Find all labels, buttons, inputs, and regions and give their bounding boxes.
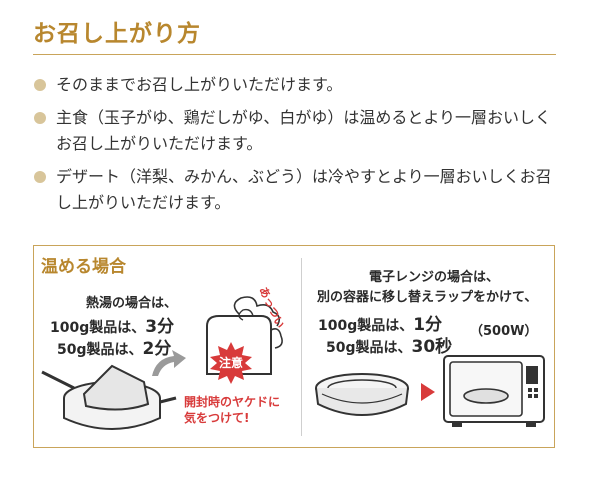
list-item-text: そのままでお召し上がりいただけます。 (56, 75, 343, 94)
microwave-line3: 100g製品は、1分 (318, 310, 442, 335)
caution-label: 注意 (218, 356, 243, 370)
burn-warning: 開封時のヤケドに 気をつけて! (184, 394, 280, 426)
microwave-100g-time: 1分 (413, 315, 443, 335)
pouch-icon (82, 364, 150, 411)
heating-panel: 温める場合 熱湯の場合は、 100g製品は、3分 50g製品は、2分 あっつい … (33, 245, 555, 448)
microwave-100g-label: 100g製品は、 (318, 318, 414, 334)
hot-water-50g-label: 50g製品は、 (57, 342, 143, 358)
arrow-right-icon (421, 383, 435, 401)
caution-burst-icon (210, 342, 252, 384)
list-item: デザート（洋梨、みかん、ぶどう）は冷やすとより一層おいしくお召し上がりいただけま… (34, 164, 564, 216)
list-item: 主食（玉子がゆ、鶏だしがゆ、白がゆ）は温めるとより一層おいしくお召し上がりいただ… (34, 105, 564, 157)
hot-water-50g-time: 2分 (142, 339, 172, 359)
panel-divider (301, 258, 302, 436)
arrow-up-right-icon (152, 350, 186, 376)
bullet-icon (34, 79, 46, 91)
list-item-text: 主食（玉子がゆ、鶏だしがゆ、白がゆ）は温めるとより一層おいしくお召し上がりいただ… (56, 108, 552, 153)
covered-dish-icon (315, 373, 409, 416)
microwave-icon (443, 355, 545, 427)
microwave-line2: 別の容器に移し替えラップをかけて、 (317, 290, 538, 305)
microwave-line4: 50g製品は、30秒 (326, 332, 452, 357)
pot-icon (41, 364, 177, 430)
microwave-wattage: （500W） (470, 324, 538, 339)
hot-water-line3: 50g製品は、2分 (57, 334, 171, 359)
microwave-50g-label: 50g製品は、 (326, 340, 412, 356)
hot-water-100g-time: 3分 (145, 317, 175, 337)
list-item: そのままでお召し上がりいただけます。 (34, 72, 564, 98)
bullet-icon (34, 112, 46, 124)
title-divider (33, 54, 556, 55)
hot-water-line2: 100g製品は、3分 (50, 312, 174, 337)
hot-water-100g-label: 100g製品は、 (50, 320, 146, 336)
burn-warning-line1: 開封時のヤケドに (184, 395, 281, 409)
page-title: お召し上がり方 (33, 21, 201, 47)
heating-title: 温める場合 (41, 257, 126, 277)
instruction-list: そのままでお召し上がりいただけます。 主食（玉子がゆ、鶏だしがゆ、白がゆ）は温め… (34, 72, 564, 223)
bullet-icon (34, 171, 46, 183)
hot-water-line1: 熱湯の場合は、 (86, 296, 178, 311)
microwave-line1: 電子レンジの場合は、 (369, 270, 500, 285)
burn-warning-line2: 気をつけて! (184, 411, 250, 425)
microwave-50g-time: 30秒 (411, 337, 453, 357)
list-item-text: デザート（洋梨、みかん、ぶどう）は冷やすとより一層おいしくお召し上がりいただけま… (56, 167, 552, 212)
